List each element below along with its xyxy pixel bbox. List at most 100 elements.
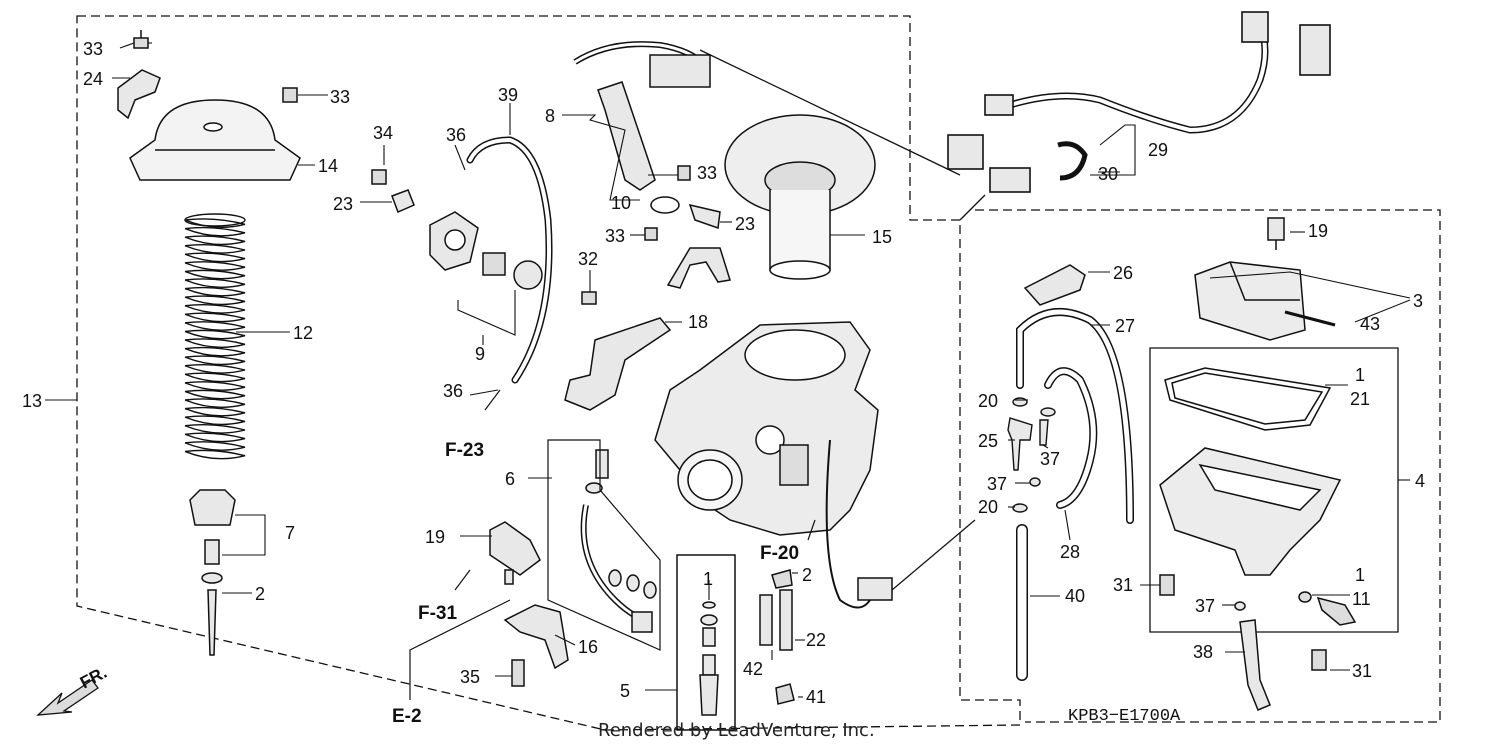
- part-label-39: 39: [498, 85, 519, 105]
- spring-coil: [184, 269, 246, 280]
- spring-coil: [184, 261, 246, 271]
- spring-coil: [184, 303, 246, 314]
- part-label-33: 33: [697, 163, 718, 183]
- part-label-30: 30: [1098, 164, 1119, 184]
- part-label-31: 31: [1113, 575, 1134, 595]
- clamp-near-carb: [666, 247, 731, 289]
- plug-2-right: [771, 569, 793, 589]
- hose-part-6: [580, 449, 657, 633]
- part-label-28: 28: [1060, 542, 1081, 562]
- part-label-41: 41: [806, 687, 827, 707]
- part-label-15: 15: [872, 227, 893, 247]
- part-label-13: 13: [22, 391, 43, 411]
- part-label-20: 20: [978, 391, 999, 411]
- part-label-33: 33: [83, 39, 104, 59]
- spring-coil: [184, 295, 246, 306]
- part-label-11: 11: [1352, 589, 1371, 609]
- part-label-23: 23: [735, 214, 756, 234]
- spring-coil: [184, 235, 246, 246]
- bracket-part-18: [564, 317, 672, 411]
- part-label-36: 36: [446, 125, 467, 145]
- spring-coil: [184, 441, 246, 451]
- spring-coil: [184, 338, 246, 348]
- jets-42-22: [759, 589, 793, 651]
- diaphragm-piston-part-15: [724, 114, 876, 280]
- drain-screw-part-11: [1298, 591, 1357, 626]
- spring-coil: [184, 372, 246, 383]
- reference-E-2: E-2: [392, 706, 422, 727]
- spring-coil: [184, 449, 246, 460]
- spring-coil: [184, 355, 246, 366]
- screw-35: [511, 659, 525, 687]
- part-label-38: 38: [1193, 642, 1214, 662]
- part-label-33: 33: [605, 226, 626, 246]
- part-label-21: 21: [1350, 389, 1371, 409]
- part-label-4: 4: [1415, 471, 1426, 491]
- reference-F-23: F-23: [445, 440, 485, 461]
- part-label-10: 12: [293, 323, 314, 343]
- part-label-20: 20: [978, 497, 999, 517]
- part-label-42: 42: [743, 659, 764, 679]
- spring-coil: [184, 329, 246, 340]
- part-label-36: 36: [443, 381, 464, 401]
- screw-33-right-of-cover: [282, 87, 298, 103]
- spring-coil: [184, 415, 246, 426]
- spring-coil: [184, 389, 246, 400]
- part-label-18: 18: [688, 312, 709, 332]
- part-label-29: 29: [1148, 140, 1169, 160]
- part-label-35: 35: [460, 667, 481, 687]
- plug-41: [775, 683, 795, 705]
- part-label-27: 27: [1115, 316, 1136, 336]
- part-label-26: 26: [1113, 263, 1134, 283]
- part-label-40: 40: [1065, 586, 1086, 606]
- o-ring-12: [650, 196, 680, 214]
- bracket-24: [117, 69, 161, 120]
- part-label-37: 37: [987, 474, 1008, 494]
- reference-F-31: F-31: [418, 603, 458, 624]
- clip-23-left: [391, 189, 415, 214]
- spring-coil: [184, 432, 246, 443]
- small-clamps-20-25-37: [1007, 397, 1056, 513]
- spring-coil: [184, 278, 246, 288]
- part-label-8: 8: [545, 106, 556, 126]
- screws-31: [1159, 574, 1327, 671]
- clamp-part-26: [1023, 264, 1086, 306]
- float-bowl-subframe: [1149, 347, 1399, 633]
- part-label-9: 9: [475, 344, 486, 364]
- front-arrow-icon: [36, 679, 99, 716]
- bracket-part-17: [489, 521, 541, 585]
- part-label-43: 43: [1360, 314, 1381, 334]
- bracket-part-16: [503, 604, 569, 670]
- connector-near-carb: [857, 577, 893, 601]
- pin-part-43: [1284, 310, 1336, 327]
- assembly-boundary: [76, 15, 1021, 731]
- spring-coil: [184, 346, 246, 357]
- part-label-3: 3: [1413, 291, 1424, 311]
- part-label-24: 24: [83, 69, 104, 89]
- part-label-1: 1: [1355, 365, 1366, 385]
- spring-coil: [184, 381, 246, 391]
- valve-part-19: [1267, 217, 1285, 250]
- solenoid-part-8: [573, 41, 711, 191]
- gasket-part-21: [1164, 367, 1332, 431]
- washer-23-mid: [688, 203, 721, 230]
- screw-33-top-left: [133, 30, 149, 49]
- spring-coil: [184, 363, 246, 374]
- spring-coil: [184, 226, 246, 237]
- part-label-1: 1: [703, 569, 714, 589]
- part-label-31: 31: [1352, 661, 1373, 681]
- part-label-2: 2: [802, 565, 813, 585]
- part-label-19: 19: [1308, 221, 1329, 241]
- spring-part-10: [184, 213, 246, 460]
- part-label-12: 10: [611, 193, 632, 213]
- part-label-1: 1: [1355, 565, 1366, 585]
- carburetor-body: [654, 321, 879, 536]
- reference-F-20: F-20: [760, 543, 800, 564]
- part-label-17: 19: [425, 527, 446, 547]
- part-label-14: 14: [318, 156, 339, 176]
- part-label-22: 22: [806, 630, 827, 650]
- spring-coil: [184, 312, 246, 323]
- spring-coil: [184, 321, 246, 331]
- float-part-3: [1194, 261, 1306, 341]
